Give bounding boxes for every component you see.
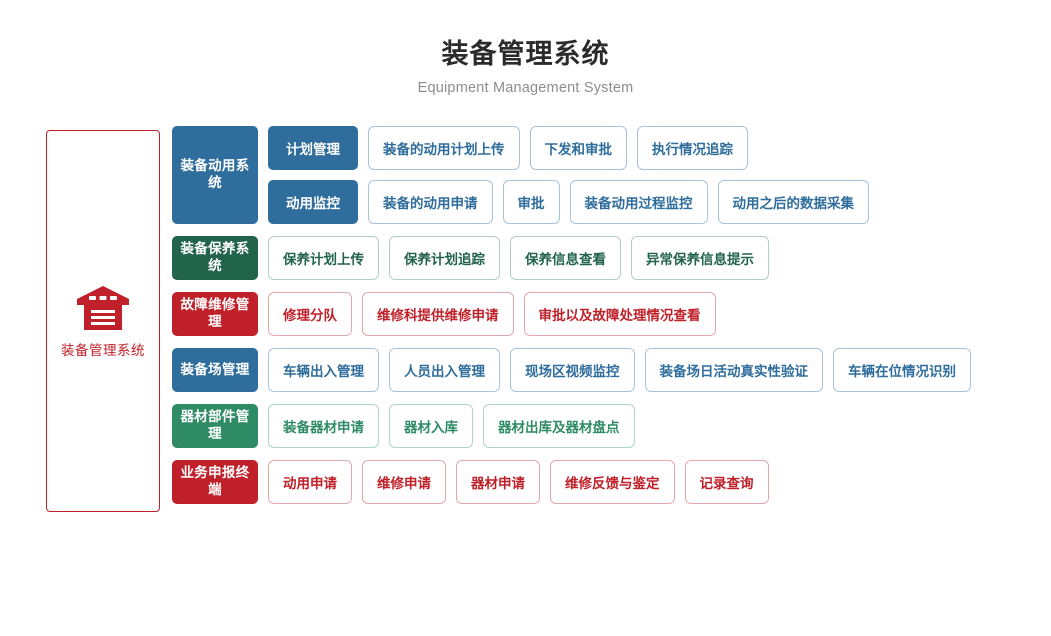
- leaf-item[interactable]: 器材出库及器材盘点: [483, 404, 635, 448]
- leaf-item[interactable]: 人员出入管理: [389, 348, 500, 392]
- leaf-item[interactable]: 保养计划上传: [268, 236, 379, 280]
- page-subtitle: Equipment Management System: [417, 80, 634, 97]
- category-rows: 装备动用系统 计划管理 装备的动用计划上传 下发和审批 执行情况追踪 动用监控 …: [172, 126, 971, 516]
- category-label[interactable]: 业务申报终端: [172, 460, 258, 504]
- category-label[interactable]: 装备保养系统: [172, 236, 258, 280]
- subrow: 动用申请 维修申请 器材申请 维修反馈与鉴定 记录查询: [258, 460, 769, 504]
- leaf-item[interactable]: 维修反馈与鉴定: [550, 460, 675, 504]
- leaf-item[interactable]: 装备的动用申请: [368, 180, 493, 224]
- category-label[interactable]: 装备场管理: [172, 348, 258, 392]
- leaf-item[interactable]: 车辆在位情况识别: [833, 348, 971, 392]
- leaf-item[interactable]: 装备的动用计划上传: [368, 126, 520, 170]
- leaf-item[interactable]: 下发和审批: [529, 126, 627, 170]
- subrow: 修理分队 维修科提供维修申请 审批以及故障处理情况查看: [258, 292, 716, 336]
- subgroup-label[interactable]: 动用监控: [268, 180, 358, 224]
- row-parts-management: 器材部件管理 装备器材申请 器材入库 器材出库及器材盘点: [172, 404, 971, 448]
- page-title: 装备管理系统: [441, 39, 610, 69]
- subrow: 车辆出入管理 人员出入管理 现场区视频监控 装备场日活动真实性验证 车辆在位情况…: [258, 348, 971, 392]
- row-equipment-yard: 装备场管理 车辆出入管理 人员出入管理 现场区视频监控 装备场日活动真实性验证 …: [172, 348, 971, 392]
- leaf-item[interactable]: 动用之后的数据采集: [717, 180, 869, 224]
- leaf-item[interactable]: 记录查询: [684, 460, 769, 504]
- leaf-item[interactable]: 装备场日活动真实性验证: [644, 348, 823, 392]
- leaf-item[interactable]: 车辆出入管理: [268, 348, 379, 392]
- row-equipment-deployment: 装备动用系统 计划管理 装备的动用计划上传 下发和审批 执行情况追踪 动用监控 …: [172, 126, 971, 224]
- category-label[interactable]: 故障维修管理: [172, 292, 258, 336]
- leaf-item[interactable]: 维修科提供维修申请: [362, 292, 514, 336]
- leaf-item[interactable]: 现场区视频监控: [510, 348, 635, 392]
- leaf-item[interactable]: 修理分队: [268, 292, 352, 336]
- subrow: 动用监控 装备的动用申请 审批 装备动用过程监控 动用之后的数据采集: [258, 180, 869, 224]
- leaf-item[interactable]: 装备器材申请: [268, 404, 379, 448]
- subrow: 装备器材申请 器材入库 器材出库及器材盘点: [258, 404, 635, 448]
- logo-panel: 装备管理系统: [46, 130, 160, 512]
- leaf-item[interactable]: 异常保养信息提示: [631, 236, 769, 280]
- page-header: 装备管理系统 Equipment Management System: [0, 0, 1051, 96]
- warehouse-icon: [75, 284, 131, 332]
- row-fault-repair: 故障维修管理 修理分队 维修科提供维修申请 审批以及故障处理情况查看: [172, 292, 971, 336]
- row-equipment-maintenance: 装备保养系统 保养计划上传 保养计划追踪 保养信息查看 异常保养信息提示: [172, 236, 971, 280]
- leaf-item[interactable]: 审批以及故障处理情况查看: [523, 292, 716, 336]
- leaf-item[interactable]: 器材入库: [389, 404, 473, 448]
- logo-label: 装备管理系统: [61, 342, 145, 358]
- row-business-declaration-terminal: 业务申报终端 动用申请 维修申请 器材申请 维修反馈与鉴定 记录查询: [172, 460, 971, 504]
- leaf-item[interactable]: 维修申请: [362, 460, 446, 504]
- leaf-item[interactable]: 装备动用过程监控: [569, 180, 708, 224]
- category-label[interactable]: 器材部件管理: [172, 404, 258, 448]
- subrow: 保养计划上传 保养计划追踪 保养信息查看 异常保养信息提示: [258, 236, 769, 280]
- leaf-item[interactable]: 审批: [502, 180, 560, 224]
- subrow: 计划管理 装备的动用计划上传 下发和审批 执行情况追踪: [258, 126, 869, 170]
- leaf-item[interactable]: 保养计划追踪: [389, 236, 500, 280]
- leaf-item[interactable]: 执行情况追踪: [637, 126, 748, 170]
- subgroup-label[interactable]: 计划管理: [268, 126, 358, 170]
- category-label[interactable]: 装备动用系统: [172, 126, 258, 224]
- leaf-item[interactable]: 保养信息查看: [510, 236, 621, 280]
- leaf-item[interactable]: 动用申请: [268, 460, 352, 504]
- subrow-stack: 计划管理 装备的动用计划上传 下发和审批 执行情况追踪 动用监控 装备的动用申请…: [258, 126, 869, 224]
- leaf-item[interactable]: 器材申请: [456, 460, 540, 504]
